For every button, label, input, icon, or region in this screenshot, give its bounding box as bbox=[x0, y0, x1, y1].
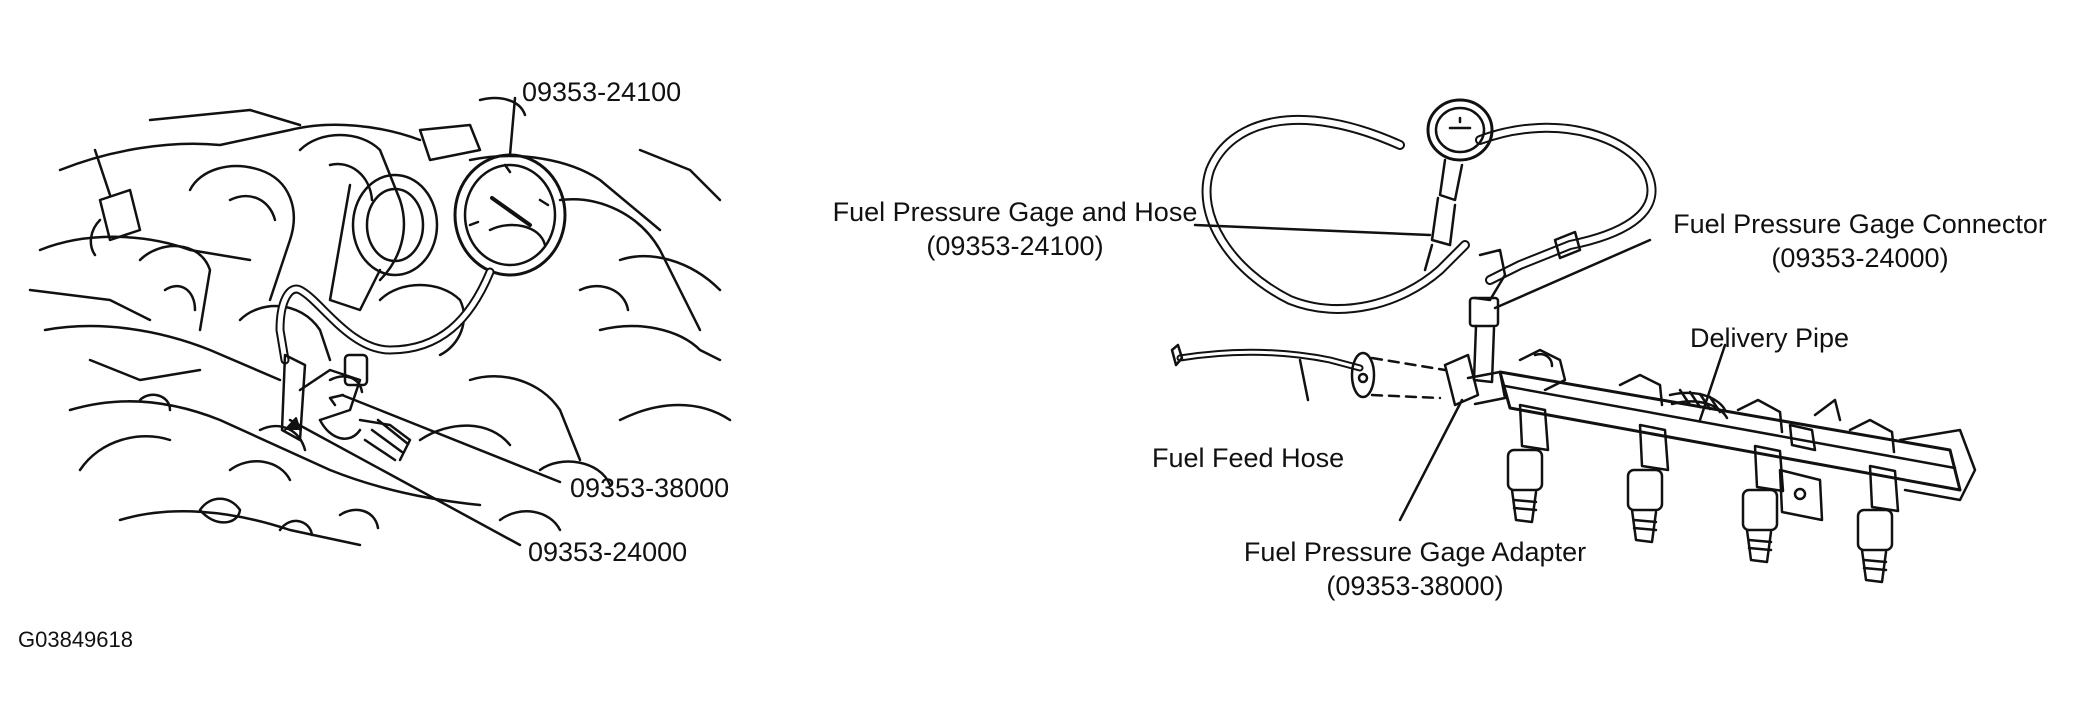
pressure-gauge-left bbox=[453, 153, 567, 277]
label-gauge-hose-name: Fuel Pressure Gage and Hose bbox=[832, 197, 1198, 227]
label-delivery-pipe: Delivery Pipe bbox=[1690, 323, 1850, 353]
fuel-rail-illustration bbox=[1170, 98, 1977, 584]
gauge-hose-left bbox=[275, 267, 495, 365]
label-connector-part: (09353-24000) bbox=[1771, 243, 1949, 273]
label-gauge-hose-part: (09353-24100) bbox=[926, 231, 1104, 261]
label-adapter-name: Fuel Pressure Gage Adapter bbox=[1243, 537, 1587, 567]
callout-connector-part-left: 09353-24000 bbox=[528, 537, 688, 567]
callout-gauge-part-left: 09353-24100 bbox=[522, 77, 682, 107]
figure-id: G03849618 bbox=[18, 627, 133, 652]
pressure-gauge-right bbox=[1423, 98, 1494, 272]
callout-adapter-part-left: 09353-38000 bbox=[570, 473, 730, 503]
label-connector-name: Fuel Pressure Gage Connector bbox=[1673, 209, 2047, 239]
label-fuel-feed-hose: Fuel Feed Hose bbox=[1152, 443, 1345, 473]
fuel-injectors bbox=[1506, 403, 1900, 584]
label-adapter-part: (09353-38000) bbox=[1326, 571, 1504, 601]
delivery-pipe bbox=[1498, 348, 1977, 522]
engine-bay-illustration bbox=[28, 96, 732, 547]
